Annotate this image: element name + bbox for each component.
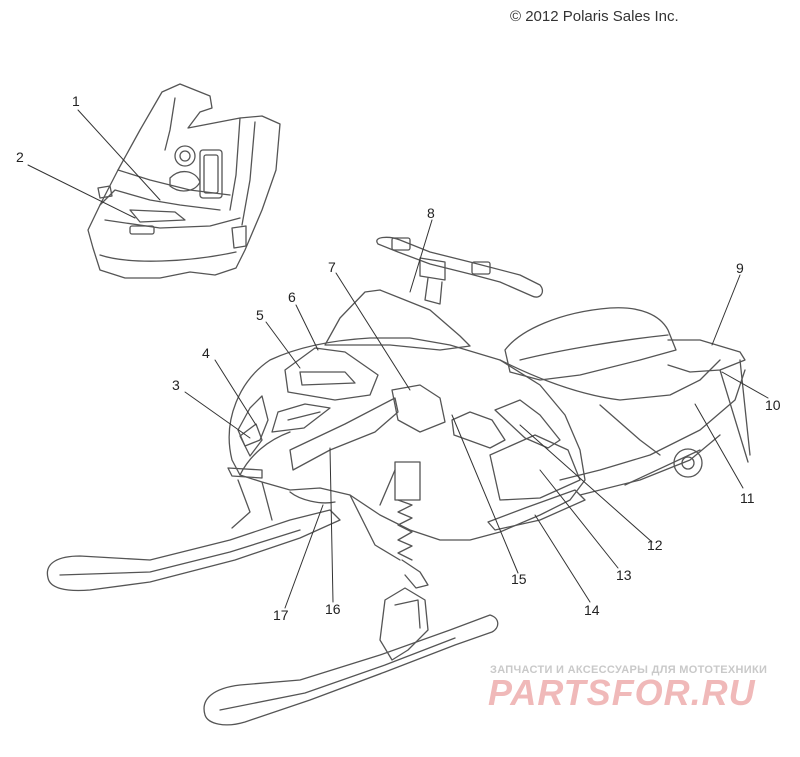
callout-9: 9 [736,260,744,276]
callout-17: 17 [273,607,289,623]
callout-5: 5 [256,307,264,323]
callout-8: 8 [427,205,435,221]
callout-16: 16 [325,601,341,617]
callout-4: 4 [202,345,210,361]
watermark-subtitle: ЗАПЧАСТИ И АКСЕССУАРЫ ДЛЯ МОТОТЕХНИКИ [490,664,768,676]
callout-3: 3 [172,377,180,393]
copyright-text: © 2012 Polaris Sales Inc. [510,8,679,25]
snowmobile-drawing [46,236,751,726]
callout-14: 14 [584,602,600,618]
hood-inset-drawing [87,83,281,279]
callout-10: 10 [765,397,781,413]
callout-7: 7 [328,259,336,275]
watermark-logo: PARTSFOR.RU [488,672,756,713]
callout-13: 13 [616,567,632,583]
callout-15: 15 [511,571,527,587]
callout-12: 12 [647,537,663,553]
callout-6: 6 [288,289,296,305]
callout-11: 11 [740,490,755,506]
callout-2: 2 [16,149,24,165]
leader-lines [27,109,769,609]
callout-1: 1 [72,93,80,109]
callout-numbers: 1 2 3 4 5 6 7 8 9 10 11 12 13 14 15 16 1… [16,93,781,623]
